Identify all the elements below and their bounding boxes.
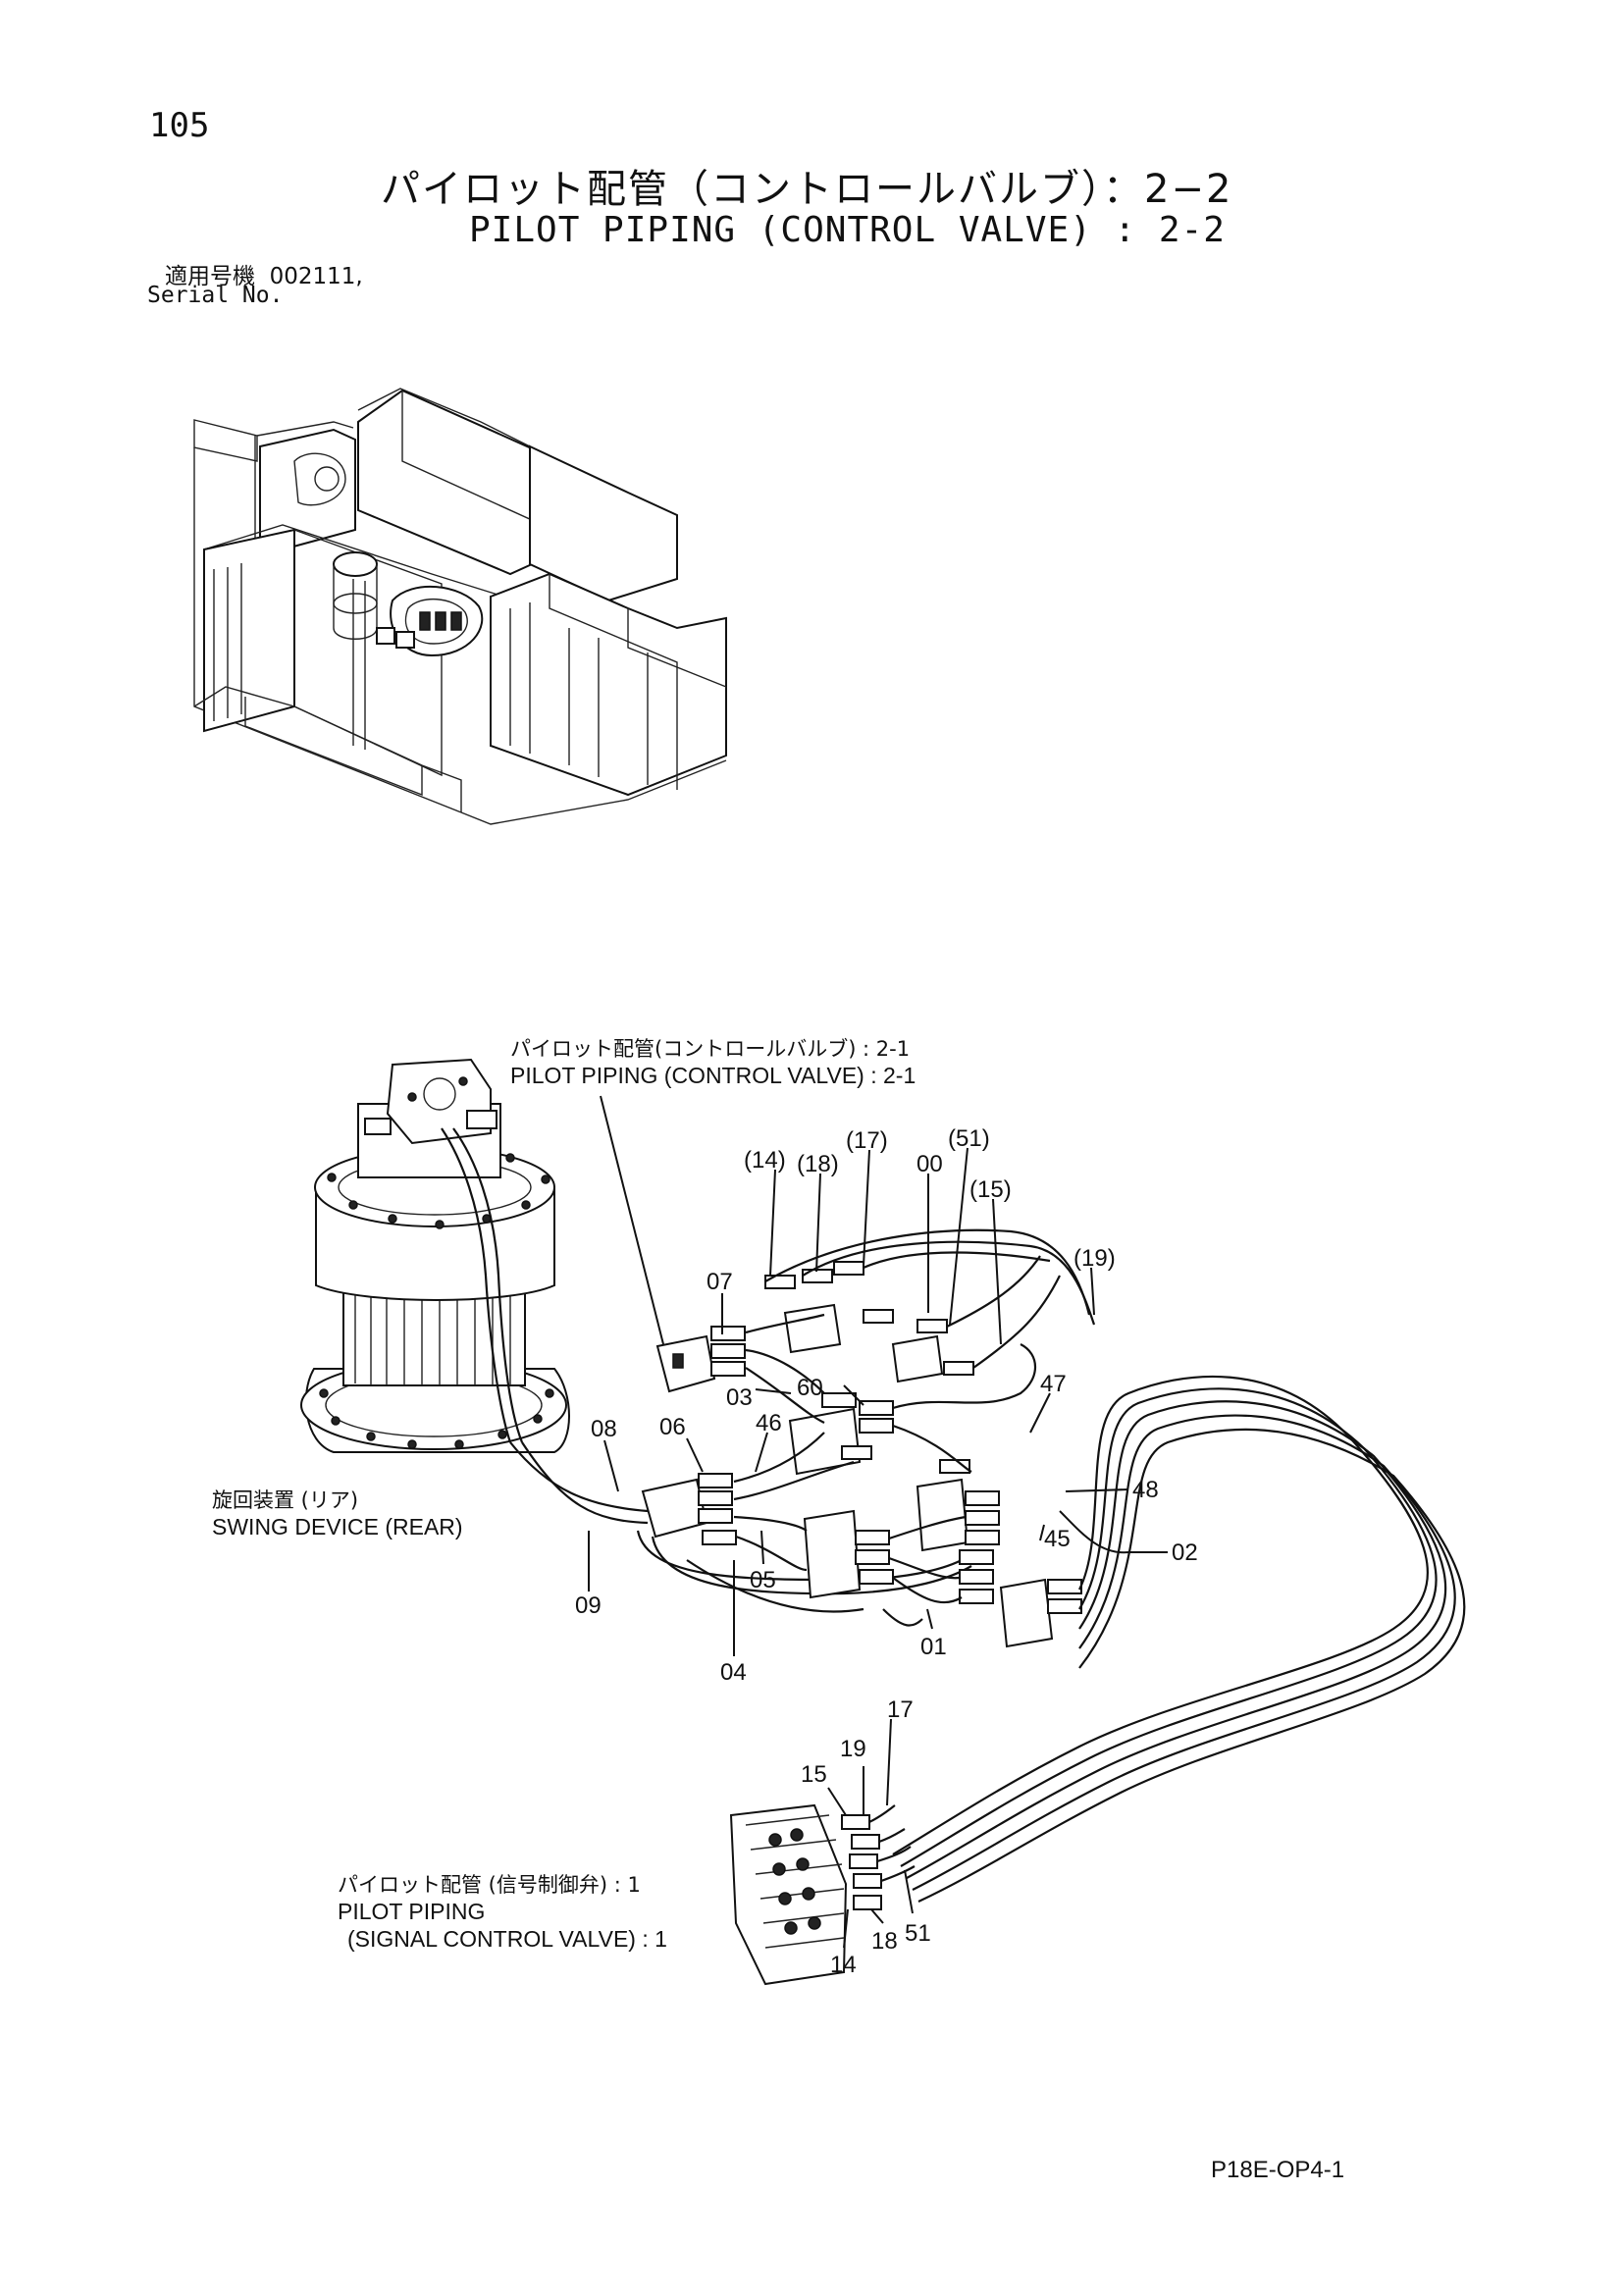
part-label-46: 46 — [756, 1410, 782, 1436]
part-label-19-paren: (19) — [1073, 1245, 1116, 1272]
part-label-51-paren: (51) — [948, 1125, 990, 1152]
part-label-17: 17 — [887, 1696, 914, 1723]
ref-swing-device-jp: 旋回装置 (リア) — [212, 1488, 358, 1512]
ref-control-valve-2-1-en: PILOT PIPING (CONTROL VALVE) : 2-1 — [510, 1063, 916, 1088]
part-label-51: 51 — [905, 1920, 931, 1947]
part-label-48: 48 — [1132, 1477, 1159, 1503]
part-label-02: 02 — [1172, 1539, 1198, 1566]
swing-device-illustration — [300, 1058, 570, 1453]
part-label-15: 15 — [801, 1761, 827, 1788]
part-label-04: 04 — [720, 1659, 747, 1686]
drawing-code: P18E-OP4-1 — [1211, 2157, 1345, 2183]
page-title-japanese: パイロット配管（コントロールバルブ）：2−2 — [381, 167, 1233, 212]
part-label-03: 03 — [726, 1384, 753, 1411]
ref-signal-control-valve-en-1: PILOT PIPING — [338, 1899, 485, 1924]
part-label-45: 45 — [1044, 1526, 1071, 1552]
part-label-05: 05 — [750, 1567, 776, 1593]
part-label-06: 06 — [659, 1414, 686, 1440]
part-label-60: 60 — [797, 1375, 823, 1401]
page-number: 105 — [149, 106, 210, 145]
serial-label-japanese: 適用号機 002111, — [165, 257, 363, 290]
ref-swing-device-en: SWING DEVICE (REAR) — [212, 1514, 463, 1539]
serial-number-value: 002111, — [269, 264, 363, 289]
part-label-00: 00 — [916, 1151, 943, 1177]
ref-control-valve-2-1-jp: パイロット配管(コントロールバルブ) : 2-1 — [510, 1037, 910, 1061]
part-label-18: 18 — [871, 1928, 898, 1955]
serial-label-jp-text: 適用号機 — [165, 264, 255, 289]
part-label-19: 19 — [840, 1736, 866, 1762]
part-label-18-paren: (18) — [797, 1151, 839, 1177]
part-label-14-paren: (14) — [744, 1147, 786, 1174]
part-label-17-paren: (17) — [846, 1127, 888, 1154]
part-label-09: 09 — [575, 1592, 602, 1619]
part-label-15-paren: (15) — [969, 1176, 1012, 1203]
ref-signal-control-valve-jp: パイロット配管 (信号制御弁) : 1 — [338, 1873, 641, 1897]
pilot-piping-network — [509, 1095, 1466, 1986]
part-label-07: 07 — [707, 1269, 733, 1295]
ref-signal-control-valve-en-2: (SIGNAL CONTROL VALVE) : 1 — [347, 1926, 667, 1952]
part-label-47: 47 — [1040, 1371, 1067, 1397]
part-label-08: 08 — [591, 1416, 617, 1442]
part-label-14: 14 — [830, 1952, 857, 1978]
serial-label-english: Serial No. — [147, 283, 284, 308]
machine-overview-illustration — [193, 388, 727, 825]
part-label-01: 01 — [920, 1634, 947, 1660]
page-title-english: PILOT PIPING (CONTROL VALVE) : 2-2 — [469, 210, 1226, 250]
